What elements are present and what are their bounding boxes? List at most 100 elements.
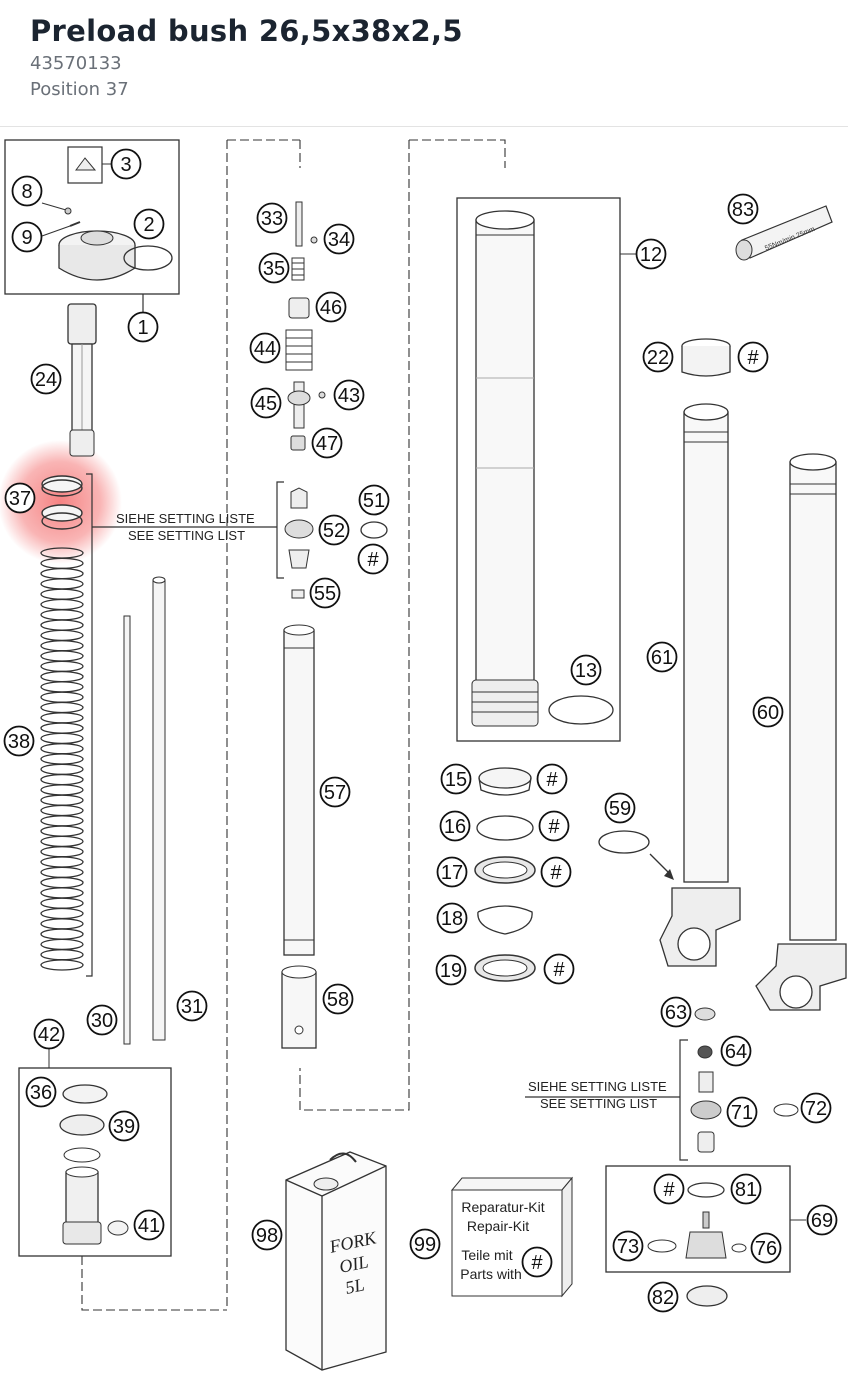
callout-60: 60 [752,696,784,728]
callout-99: 99 [409,1228,441,1260]
setting-note-en-2: SEE SETTING LIST [540,1096,657,1111]
svg-text:60: 60 [757,702,779,724]
group-box-42 [18,1067,172,1257]
callout-51: 51 [358,484,390,516]
svg-text:17: 17 [441,862,463,884]
callout-76: 76 [750,1232,782,1264]
page-header: Preload bush 26,5x38x2,5 43570133 Positi… [0,0,848,127]
callout-58: 58 [322,983,354,1015]
svg-text:83: 83 [732,199,754,221]
callout-hash-24: # [357,543,389,575]
svg-text:39: 39 [113,1116,135,1138]
part-number: 43570133 [30,53,122,74]
page-title: Preload bush 26,5x38x2,5 [30,14,463,48]
svg-text:24: 24 [35,369,57,391]
svg-text:55: 55 [314,583,336,605]
callout-43: 43 [333,379,365,411]
svg-text:51: 51 [363,490,385,512]
group-box-69 [605,1165,791,1273]
setting-note-en: SEE SETTING LIST [128,528,245,543]
svg-text:57: 57 [324,782,346,804]
callout-24: 24 [30,363,62,395]
callout-33: 33 [256,202,288,234]
callout-59: 59 [604,792,636,824]
callout-45: 45 [250,387,282,419]
setting-note-de-2: SIEHE SETTING LISTE [528,1079,667,1094]
svg-text:22: 22 [647,347,669,369]
svg-text:#: # [367,549,379,571]
callout-17: 17 [436,856,468,888]
callout-72: 72 [800,1092,832,1124]
svg-text:61: 61 [651,647,673,669]
svg-text:58: 58 [327,989,349,1011]
kit-line-4: Parts with [460,1266,521,1282]
callout-55: 55 [309,577,341,609]
callout-63: 63 [660,996,692,1028]
kit-line-3: Teile mit [461,1247,512,1263]
svg-text:69: 69 [811,1210,833,1232]
group-box-12 [456,197,621,742]
svg-text:42: 42 [38,1024,60,1046]
svg-text:1: 1 [137,317,148,339]
svg-text:43: 43 [338,385,360,407]
callout-2: 2 [133,208,165,240]
callout-57: 57 [319,776,351,808]
callout-hash-57: # [521,1246,553,1278]
svg-text:82: 82 [652,1287,674,1309]
callout-83: 83 [727,193,759,225]
svg-text:12: 12 [640,244,662,266]
callout-44: 44 [249,332,281,364]
svg-text:8: 8 [21,181,32,203]
callout-52: 52 [318,514,350,546]
callout-hash-35: # [540,856,572,888]
svg-text:52: 52 [323,520,345,542]
svg-text:36: 36 [30,1082,52,1104]
svg-text:34: 34 [328,229,350,251]
callout-16: 16 [439,810,471,842]
svg-text:#: # [663,1179,675,1201]
callout-hash-49: # [653,1173,685,1205]
callout-64: 64 [720,1035,752,1067]
svg-text:16: 16 [444,816,466,838]
oil-label-3: 5L [343,1274,366,1298]
svg-text:63: 63 [665,1002,687,1024]
callout-41: 41 [133,1209,165,1241]
callout-71: 71 [726,1096,758,1128]
svg-text:41: 41 [138,1215,160,1237]
svg-text:46: 46 [320,297,342,319]
svg-text:38: 38 [8,731,30,753]
callout-61: 61 [646,641,678,673]
callout-98: 98 [251,1219,283,1251]
callout-12: 12 [635,238,667,270]
callout-82: 82 [647,1281,679,1313]
callout-46: 46 [315,291,347,323]
svg-text:#: # [546,769,558,791]
svg-text:35: 35 [263,258,285,280]
callout-38: 38 [3,725,35,757]
group-box-1 [4,139,180,295]
callout-36: 36 [25,1076,57,1108]
callout-19: 19 [435,954,467,986]
svg-text:3: 3 [120,154,131,176]
svg-text:45: 45 [255,393,277,415]
callout-37: 37 [4,482,36,514]
svg-text:31: 31 [181,996,203,1018]
callout-15: 15 [440,763,472,795]
svg-text:#: # [548,816,560,838]
svg-text:#: # [550,862,562,884]
svg-text:19: 19 [440,960,462,982]
svg-text:44: 44 [254,338,276,360]
svg-text:47: 47 [316,433,338,455]
svg-text:37: 37 [9,488,31,510]
callout-8: 8 [11,175,43,207]
callout-hash-38: # [543,953,575,985]
callout-labels: 3892124373830314236394133343546444345475… [3,148,838,1313]
setting-note-de: SIEHE SETTING LISTE [116,511,255,526]
callout-47: 47 [311,427,343,459]
callout-30: 30 [86,1004,118,1036]
callout-34: 34 [323,223,355,255]
callout-31: 31 [176,990,208,1022]
svg-text:99: 99 [414,1234,436,1256]
svg-text:64: 64 [725,1041,747,1063]
svg-text:13: 13 [575,660,597,682]
